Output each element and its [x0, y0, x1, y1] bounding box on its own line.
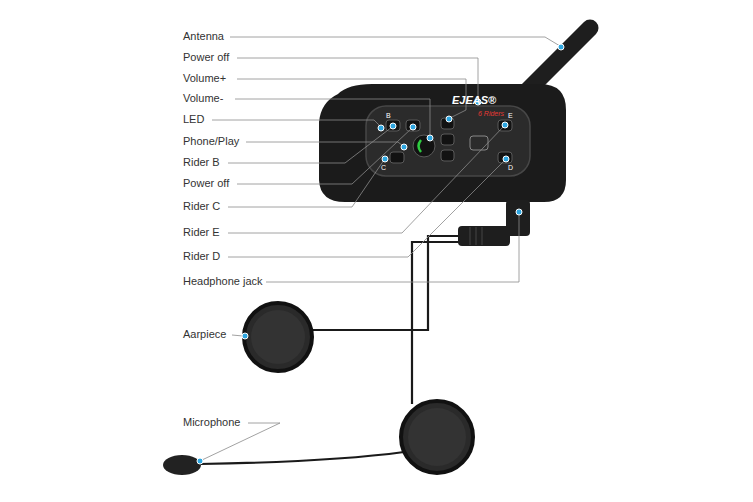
- button-letter: D: [508, 164, 513, 171]
- phone-icon: [419, 140, 422, 152]
- part-label: Aarpiece: [183, 329, 226, 340]
- part-label: Antenna: [183, 31, 224, 42]
- button-letter: E: [508, 112, 513, 119]
- model-text: 6 Riders: [478, 110, 504, 117]
- part-label: Volume+: [183, 73, 226, 84]
- part-label: Phone/Play: [183, 136, 239, 147]
- button-letter: B: [386, 112, 391, 119]
- microphone: [163, 455, 201, 475]
- plug-ribs: [470, 227, 482, 245]
- plug: [458, 226, 510, 246]
- intercom-body: [319, 84, 566, 202]
- part-label: Headphone jack: [183, 276, 263, 287]
- part-label: Microphone: [183, 417, 240, 428]
- rider-icon: [470, 136, 488, 150]
- earpiece: [251, 310, 305, 364]
- part-label: Rider D: [183, 251, 220, 262]
- control-panel: [366, 106, 530, 176]
- button-letter: C: [381, 164, 386, 171]
- brand-logo: EJEAS®: [452, 95, 496, 106]
- part-label: Power off: [183, 52, 229, 63]
- part-label: Rider C: [183, 201, 220, 212]
- part-label: Power off: [183, 178, 229, 189]
- earpiece: [244, 303, 312, 371]
- part-label: Rider E: [183, 227, 220, 238]
- buttons: [386, 118, 512, 163]
- leader-dots: [197, 44, 564, 464]
- leader-lines: [202, 37, 560, 460]
- earpiece: [401, 401, 473, 473]
- part-label: Volume-: [183, 93, 223, 104]
- earpiece: [408, 408, 466, 466]
- part-label: Rider B: [183, 157, 220, 168]
- part-label: LED: [183, 114, 204, 125]
